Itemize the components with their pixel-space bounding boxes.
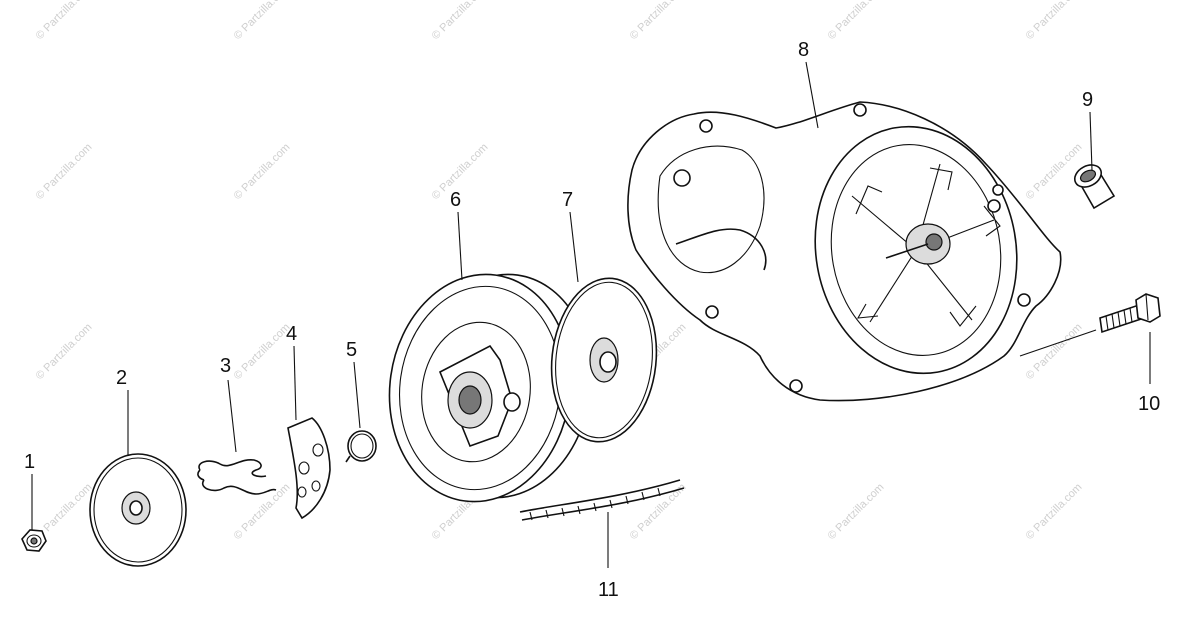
part-3-spring-clip[interactable] <box>197 459 277 495</box>
watermark-text: © Partzilla.com <box>1024 141 1085 202</box>
part-5-spring[interactable] <box>345 430 377 463</box>
callout-3: 3 <box>220 355 231 377</box>
watermark-text: © Partzilla.com <box>1024 0 1085 42</box>
callout-6: 6 <box>450 189 461 211</box>
watermark-text: © Partzilla.com <box>232 481 293 542</box>
callout-8: 8 <box>798 39 809 61</box>
watermark-text: © Partzilla.com <box>232 141 293 202</box>
part-6-rope-pulley[interactable] <box>375 263 605 514</box>
callout-10: 10 <box>1138 393 1160 415</box>
callout-2: 2 <box>116 367 127 389</box>
callout-4: 4 <box>286 323 297 345</box>
part-4-pawl[interactable] <box>287 417 331 520</box>
part-10-bolt[interactable] <box>1099 293 1161 334</box>
watermark-text: © Partzilla.com <box>826 481 887 542</box>
part-2-plate[interactable] <box>89 453 187 567</box>
part-11-rope[interactable] <box>519 479 685 521</box>
watermark-text: © Partzilla.com <box>34 321 95 382</box>
part-8-starter-housing[interactable] <box>627 101 1062 402</box>
part-7-recoil-spring[interactable] <box>544 273 665 447</box>
watermark-text: © Partzilla.com <box>1024 481 1085 542</box>
watermark-text: © Partzilla.com <box>34 141 95 202</box>
callout-9: 9 <box>1082 89 1093 111</box>
callout-1: 1 <box>24 451 35 473</box>
watermark-text: © Partzilla.com <box>232 321 293 382</box>
part-9-bushing[interactable] <box>1071 161 1116 210</box>
callout-11: 11 <box>598 579 619 601</box>
watermark-text: © Partzilla.com <box>430 0 491 42</box>
callout-7: 7 <box>562 189 573 211</box>
watermark-text: © Partzilla.com <box>232 0 293 42</box>
watermark-text: © Partzilla.com <box>826 0 887 42</box>
callout-labels: 1 2 3 4 5 6 7 8 9 10 11 <box>24 39 1160 601</box>
watermark-text: © Partzilla.com <box>34 0 95 42</box>
watermark-text: © Partzilla.com <box>628 0 689 42</box>
callout-5: 5 <box>346 339 357 361</box>
leader-lines <box>31 61 1151 568</box>
part-1-nut[interactable] <box>21 529 47 552</box>
